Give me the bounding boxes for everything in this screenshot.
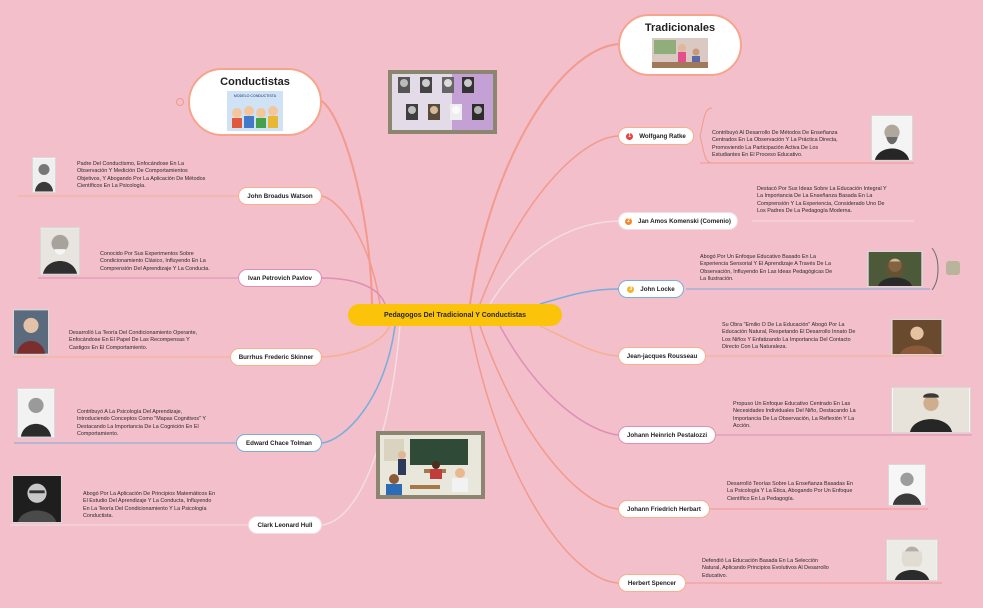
node-john-broadus-watson[interactable]: John Broadus Watson bbox=[238, 187, 322, 205]
tradicionales-topic[interactable]: Tradicionales bbox=[618, 14, 742, 76]
herbart-portrait bbox=[888, 464, 926, 506]
node-wolfgang-ratke[interactable]: 1 Wolfgang Ratke bbox=[618, 127, 694, 145]
branch-locke bbox=[539, 288, 619, 305]
ratke-description: Contribuyó Al Desarrollo De Métodos De E… bbox=[712, 130, 838, 159]
pavlov-description: Conocido Por Sus Experimentos Sobre Cond… bbox=[100, 251, 210, 272]
branch-watson bbox=[321, 195, 381, 305]
central-topic[interactable]: Pedagogos Del Tradicional Y Conductistas bbox=[348, 304, 562, 326]
spencer-portrait bbox=[886, 539, 938, 581]
tradicionales-image bbox=[652, 38, 708, 68]
comenio-description: Destacó Por Sus Ideas Sobre La Educación… bbox=[757, 186, 887, 215]
node-jean-jacques-rousseau[interactable]: Jean-jacques Rousseau bbox=[618, 347, 706, 365]
branch-hull bbox=[321, 325, 401, 526]
modelo-conductista-label: MODELO CONDUCTISTA bbox=[234, 94, 277, 98]
locke-portrait bbox=[867, 251, 923, 287]
john-locke-label: John Locke bbox=[640, 285, 675, 293]
skinner-description: Desarrolló La Teoría Del Condicionamient… bbox=[69, 330, 198, 351]
conductistas-topic[interactable]: Conductistas MODELO CONDUCTISTA bbox=[188, 68, 322, 136]
modelo-conductista-image: MODELO CONDUCTISTA bbox=[227, 91, 283, 131]
branch-rousseau bbox=[539, 325, 619, 357]
node-burrhus-frederic-skinner[interactable]: Burrhus Frederic Skinner bbox=[230, 348, 322, 366]
branch-conductistas bbox=[319, 99, 373, 305]
jan-amos-komenski-label: Jan Amos Komenski (Comenio) bbox=[638, 217, 731, 225]
wolfgang-ratke-label: Wolfgang Ratke bbox=[639, 132, 686, 140]
branch-comenio bbox=[489, 220, 619, 305]
branch-tradicionales bbox=[469, 43, 619, 305]
branch-pestalozzi bbox=[499, 325, 619, 436]
node-johann-heinrich-pestalozzi[interactable]: Johann Heinrich Pestalozzi bbox=[618, 426, 716, 444]
tolman-portrait bbox=[17, 388, 55, 438]
node-ivan-petrovich-pavlov[interactable]: Ivan Petrovich Pavlov bbox=[238, 269, 322, 287]
watson-portrait bbox=[32, 157, 56, 193]
priority-2-icon: 2 bbox=[625, 217, 633, 225]
branch-pavlov bbox=[321, 277, 386, 305]
node-john-locke[interactable]: 3 John Locke bbox=[618, 280, 684, 298]
branch-ratke bbox=[479, 135, 619, 305]
pestalozzi-portrait bbox=[891, 387, 971, 433]
rousseau-description: Su Obra "Emilio O De La Educación" Abogó… bbox=[722, 322, 856, 351]
branch-spencer bbox=[469, 325, 619, 584]
node-clark-leonard-hull[interactable]: Clark Leonard Hull bbox=[248, 516, 322, 534]
node-johann-friedrich-herbart[interactable]: Johann Friedrich Herbart bbox=[618, 500, 710, 518]
conductistas-title: Conductistas bbox=[220, 76, 290, 88]
node-edward-chace-tolman[interactable]: Edward Chace Tolman bbox=[236, 434, 322, 452]
skinner-portrait bbox=[13, 309, 49, 355]
rousseau-portrait bbox=[891, 319, 943, 355]
branch-skinner bbox=[321, 325, 391, 358]
branch-herbart bbox=[479, 325, 619, 510]
expand-toggle-locke[interactable] bbox=[946, 261, 960, 275]
node-herbert-spencer[interactable]: Herbert Spencer bbox=[618, 574, 686, 592]
ratke-portrait bbox=[871, 115, 913, 161]
locke-description: Abogó Por Un Enfoque Educativo Basado En… bbox=[700, 254, 833, 283]
hull-portrait bbox=[12, 475, 62, 523]
priority-1-icon: 1 bbox=[626, 132, 634, 140]
branch-tolman bbox=[321, 325, 396, 444]
tradicionales-title: Tradicionales bbox=[644, 22, 716, 34]
watson-description: Padre Del Conductismo, Enfocándose En La… bbox=[77, 161, 206, 190]
portraits-collage-image bbox=[388, 70, 497, 134]
herbart-description: Desarrolló Teorías Sobre La Enseñanza Ba… bbox=[727, 481, 854, 502]
classroom-image bbox=[376, 431, 485, 499]
tolman-description: Contribuyó A La Psicología Del Aprendiza… bbox=[77, 409, 206, 438]
hull-description: Abogó Por La Aplicación De Principios Ma… bbox=[83, 491, 216, 520]
priority-3-icon: 3 bbox=[627, 285, 635, 293]
spencer-description: Defendió La Educación Basada En La Selec… bbox=[702, 558, 829, 579]
pavlov-portrait bbox=[40, 227, 80, 275]
pestalozzi-description: Propuso Un Enfoque Educativo Centrado En… bbox=[733, 401, 856, 430]
collapse-toggle-conductistas[interactable] bbox=[176, 98, 184, 106]
node-jan-amos-komenski[interactable]: 2 Jan Amos Komenski (Comenio) bbox=[618, 212, 738, 230]
